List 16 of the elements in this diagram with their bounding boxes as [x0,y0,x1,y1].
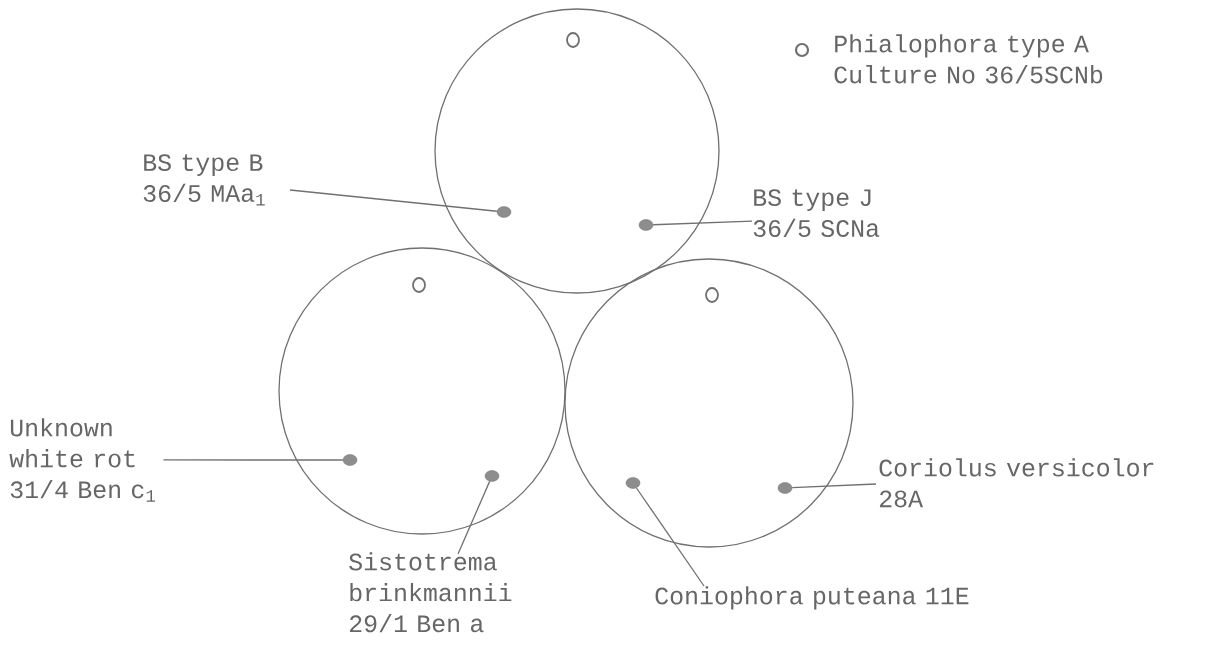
petri-dish [434,8,720,294]
specimen-label: BS type B 36/5 MAa$_{1}$ [143,154,265,206]
leader-line [635,487,705,587]
specimen-label: Coniophora puteana 11E [655,586,969,610]
leader-line [652,220,753,226]
petri-dish [564,258,854,548]
legend-text: Phialophora type A Culture No 36/5SCNb [834,34,1103,84]
leader-line [289,189,498,212]
petri-dish [278,247,566,535]
specimen-label: Coriolus versicolor 28A [879,458,1154,508]
leader-line [791,483,877,489]
specimen-label: Sistotrema brinkmannii 29/1 Ben a [349,552,512,633]
specimen-label: Unknown white rot 31/4 Ben c$_{1}$ [9,418,155,502]
specimen-label: BS type J 36/5 SCNa [753,189,880,237]
leader-line [457,480,491,555]
leader-line [162,459,344,461]
